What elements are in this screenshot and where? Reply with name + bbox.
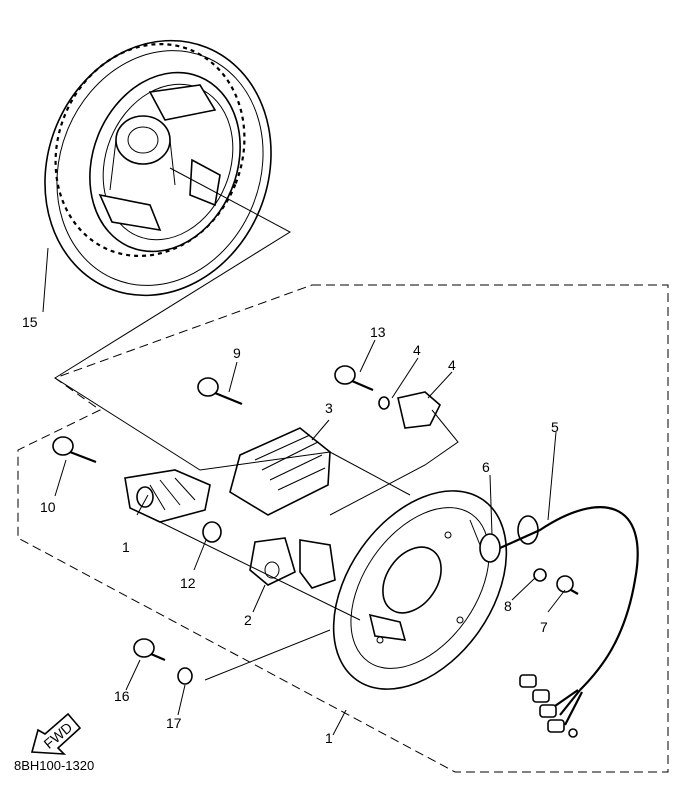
callout-4a: 4 (413, 342, 421, 358)
leader-lines (42, 247, 566, 736)
callout-1a: 1 (122, 539, 130, 555)
callout-1b: 1 (325, 730, 333, 746)
lighting-coil (229, 427, 331, 516)
washer-4 (378, 396, 390, 410)
screw-9 (197, 377, 243, 406)
callout-6: 6 (482, 459, 490, 475)
collar (202, 521, 222, 543)
callout-5: 5 (551, 419, 559, 435)
callout-10: 10 (40, 499, 56, 515)
callout-7: 7 (540, 619, 548, 635)
callout-9: 9 (233, 345, 241, 361)
charging-coil (249, 537, 336, 589)
fwd-arrow-icon: FWD (30, 712, 82, 755)
callout-8: 8 (504, 598, 512, 614)
pulser-coil (124, 469, 211, 523)
flywheel-guide-line (54, 167, 292, 379)
wire-harness (499, 506, 639, 738)
stator-base-plate (332, 490, 508, 690)
callout-12: 12 (180, 575, 196, 591)
screw-10 (52, 436, 97, 464)
diagram-code: 8BH100-1320 (14, 758, 94, 773)
flywheel-rotor (44, 39, 272, 297)
assembly-guide-line-b (159, 521, 361, 681)
assembly-boundary (17, 284, 669, 773)
callout-3: 3 (325, 400, 333, 416)
callout-4b: 4 (448, 357, 456, 373)
callout-15: 15 (22, 314, 38, 330)
callout-13: 13 (370, 324, 386, 340)
screw-13 (334, 365, 374, 392)
assembly-guide-line-a (54, 377, 459, 516)
washer-17 (177, 667, 193, 685)
clamp-4 (397, 391, 441, 429)
callout-17: 17 (166, 715, 182, 731)
assembly-guide-line-c (329, 451, 411, 496)
screw-7 (556, 575, 579, 595)
callout-16: 16 (114, 688, 130, 704)
wire-grommet (469, 519, 501, 563)
callout-2: 2 (244, 612, 252, 628)
washer-8 (533, 568, 547, 582)
screw-16 (133, 638, 166, 662)
